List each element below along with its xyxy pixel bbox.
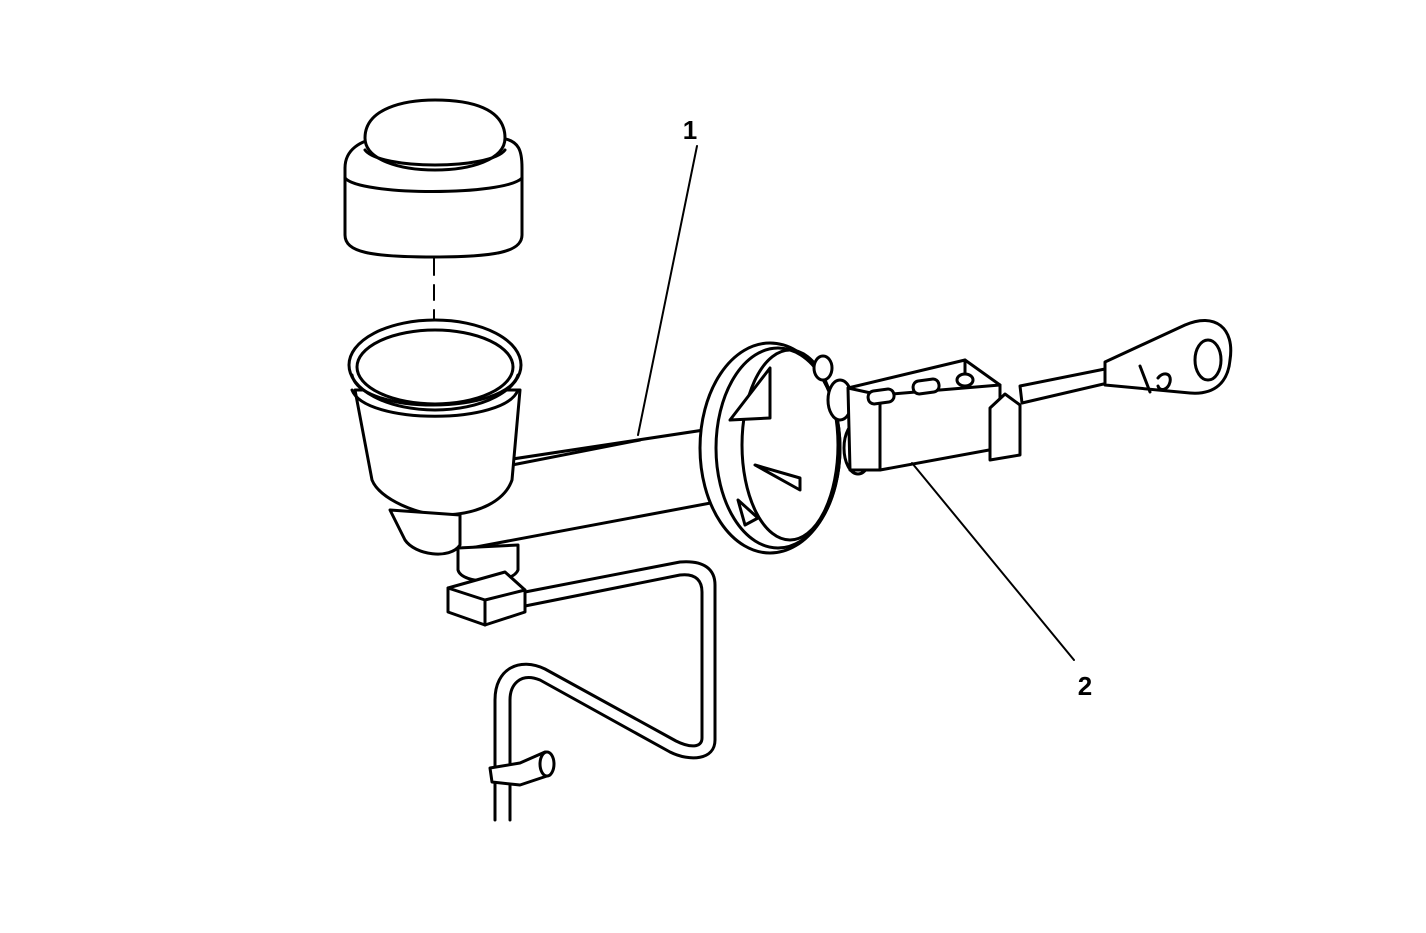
callout-label-2: 2 xyxy=(1078,671,1092,701)
reservoir-cap xyxy=(343,98,524,259)
callout-label-1: 1 xyxy=(683,115,697,145)
hydraulic-fluid-line xyxy=(493,560,717,822)
mounting-flange xyxy=(698,341,842,555)
callout-1: 1 xyxy=(637,115,698,436)
outlet-fitting xyxy=(446,543,527,627)
line-clip xyxy=(488,750,556,787)
reservoir-cup xyxy=(347,318,523,556)
callout-2: 2 xyxy=(911,462,1092,701)
pushrod-clevis xyxy=(1018,319,1233,405)
pushrod-housing xyxy=(812,354,1022,476)
